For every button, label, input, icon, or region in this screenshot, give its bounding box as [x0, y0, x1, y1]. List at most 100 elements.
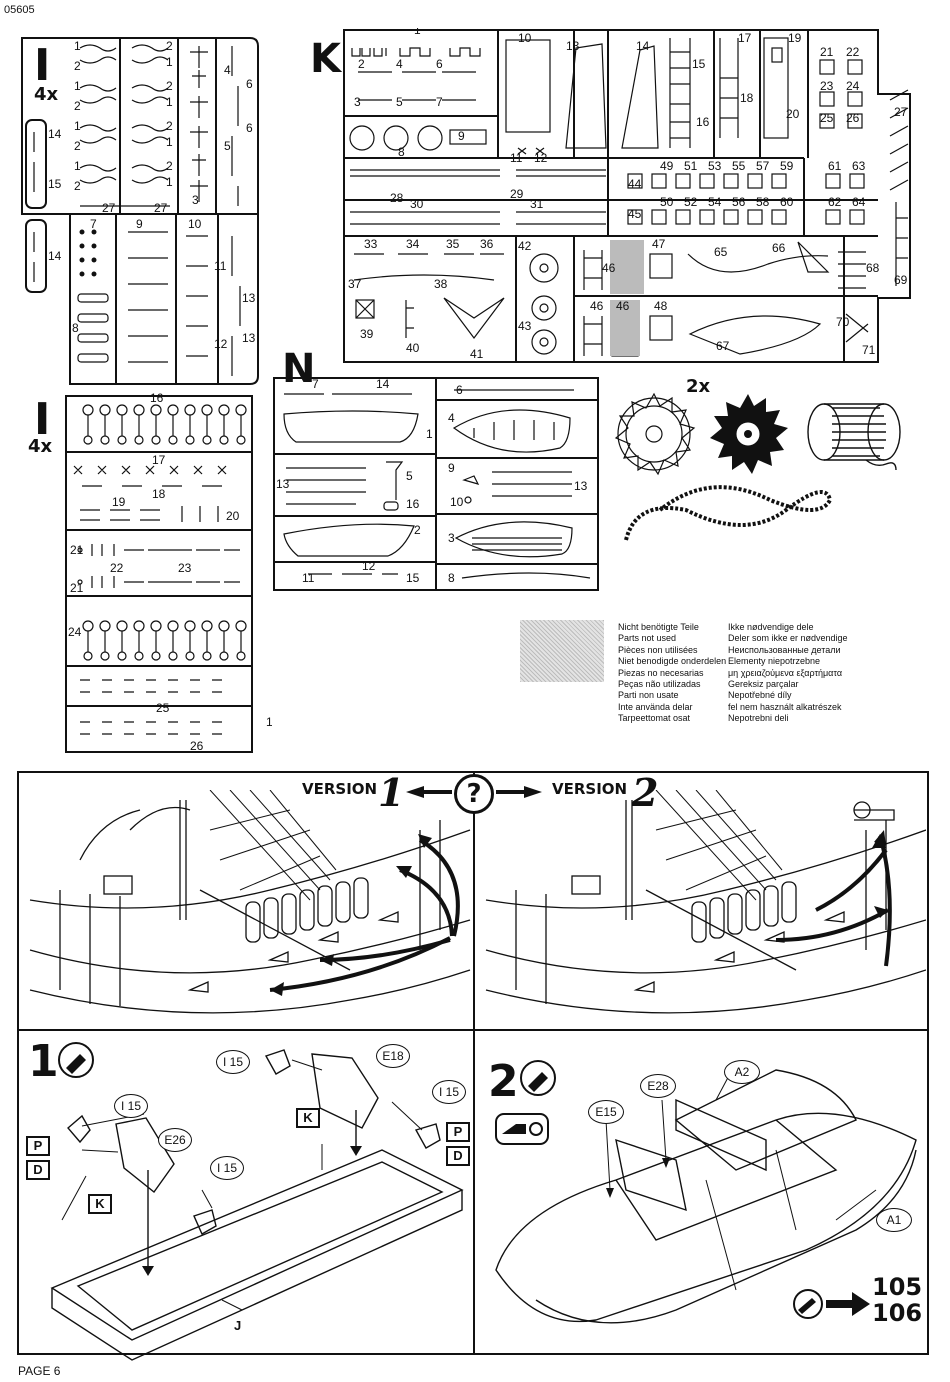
svg-text:13: 13	[242, 291, 256, 305]
svg-text:10: 10	[518, 31, 532, 45]
version-2-number: 2	[632, 770, 659, 815]
svg-text:1: 1	[166, 135, 173, 149]
legend-line: Deler som ikke er nødvendige	[728, 633, 848, 644]
svg-text:34: 34	[406, 237, 420, 251]
paint-icon	[495, 1113, 549, 1145]
unused-parts-swatch	[520, 620, 604, 682]
svg-text:24: 24	[846, 79, 860, 93]
sprue-i-bottom-letter: I	[34, 394, 51, 445]
svg-text:3: 3	[448, 531, 455, 545]
svg-text:26: 26	[846, 111, 860, 125]
svg-text:42: 42	[518, 239, 532, 253]
svg-text:6: 6	[436, 57, 443, 71]
svg-text:64: 64	[852, 195, 866, 209]
svg-text:56: 56	[732, 195, 746, 209]
legend-line: Inte använda delar	[618, 701, 693, 712]
legend-line: Niet benodigde onderdelen	[618, 656, 727, 667]
step-1-number: 1	[28, 1036, 59, 1087]
svg-text:14: 14	[376, 377, 390, 391]
svg-text:45: 45	[628, 207, 642, 221]
svg-text:3: 3	[192, 193, 199, 207]
svg-text:40: 40	[406, 341, 420, 355]
callout-e28: E28	[640, 1074, 676, 1098]
legend-line: fel nem használt alkatrészek	[728, 701, 842, 712]
svg-text:7: 7	[312, 377, 319, 391]
callout-i15: I 15	[216, 1050, 250, 1074]
svg-text:2: 2	[166, 79, 173, 93]
legend-line: Неиспользованные детали	[728, 644, 841, 655]
svg-text:46: 46	[602, 261, 616, 275]
instruction-frames	[17, 771, 929, 1355]
svg-text:1: 1	[74, 39, 81, 53]
svg-text:4: 4	[396, 57, 403, 71]
svg-text:43: 43	[518, 319, 532, 333]
callout-i15: I 15	[210, 1156, 244, 1180]
next-step-arrow	[793, 1289, 870, 1319]
callout-e15: E15	[588, 1100, 624, 1124]
svg-text:13: 13	[242, 331, 256, 345]
svg-text:12: 12	[534, 151, 548, 165]
svg-text:15: 15	[48, 177, 62, 191]
svg-text:13: 13	[566, 39, 580, 53]
svg-text:46: 46	[590, 299, 604, 313]
svg-text:16: 16	[150, 391, 164, 405]
svg-text:7: 7	[436, 95, 443, 109]
svg-text:26: 26	[190, 739, 204, 753]
callout-a2: A2	[724, 1060, 760, 1084]
callout-i15: I 15	[432, 1080, 466, 1104]
svg-text:54: 54	[708, 195, 722, 209]
glue-icon	[58, 1042, 94, 1078]
page-number: PAGE 6	[18, 1364, 61, 1378]
svg-text:27: 27	[894, 105, 908, 119]
legend-line: Parts not used	[618, 633, 677, 644]
svg-text:1: 1	[266, 715, 272, 729]
svg-text:1: 1	[74, 159, 81, 173]
svg-text:6: 6	[246, 77, 253, 91]
legend-line: Nepotřebné díly	[728, 690, 792, 701]
svg-text:53: 53	[708, 159, 722, 173]
svg-text:4: 4	[448, 411, 455, 425]
legend-line: Nepotrebni deli	[728, 713, 789, 724]
label-d: D	[26, 1160, 50, 1180]
svg-text:22: 22	[846, 45, 860, 59]
svg-text:17: 17	[738, 31, 752, 45]
label-d: D	[446, 1146, 470, 1166]
svg-text:13: 13	[574, 479, 588, 493]
legend-line: Elementy niepotrzebne	[728, 656, 821, 667]
svg-text:11: 11	[302, 571, 315, 585]
svg-text:68: 68	[866, 261, 880, 275]
svg-text:5: 5	[406, 469, 413, 483]
svg-text:10: 10	[188, 217, 202, 231]
legend-col-2: Ikke nødvendige dele Deler som ikke er n…	[728, 622, 848, 725]
svg-text:23: 23	[178, 561, 192, 575]
svg-text:21: 21	[820, 45, 834, 59]
legend-line: Tarpeettomat osat	[618, 713, 691, 724]
svg-text:51: 51	[684, 159, 698, 173]
svg-text:19: 19	[112, 495, 126, 509]
svg-text:27: 27	[154, 201, 168, 215]
svg-text:12: 12	[362, 559, 376, 573]
svg-text:16: 16	[406, 497, 420, 511]
svg-text:61: 61	[828, 159, 842, 173]
legend-line: Gereksiz parçalar	[728, 679, 799, 690]
label-p: P	[446, 1122, 470, 1142]
next-page-105: 105	[872, 1273, 923, 1301]
step-2-illustration	[495, 1069, 917, 1324]
document-code: 05605	[4, 4, 35, 16]
callout-i15: I 15	[114, 1094, 148, 1118]
svg-text:8: 8	[448, 571, 455, 585]
svg-text:69: 69	[894, 273, 908, 287]
extras-count: 2x	[686, 376, 711, 397]
svg-text:2: 2	[166, 159, 173, 173]
svg-text:6: 6	[456, 383, 463, 397]
svg-text:5: 5	[224, 139, 231, 153]
svg-text:24: 24	[68, 625, 82, 639]
svg-text:58: 58	[756, 195, 770, 209]
svg-text:14: 14	[636, 39, 650, 53]
svg-text:15: 15	[692, 57, 706, 71]
label-k: K	[88, 1194, 112, 1214]
callout-e26: E26	[158, 1128, 192, 1152]
legend-col-1: Nicht benötigte Teile Parts not used Piè…	[618, 622, 726, 725]
